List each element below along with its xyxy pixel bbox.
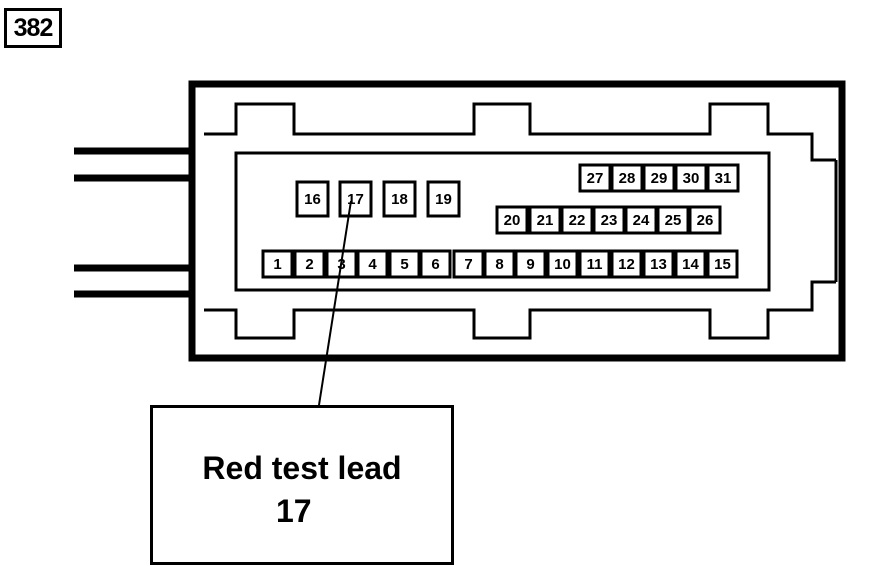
pin-25-box [656,205,690,235]
pin-29-label: 29 [651,170,668,187]
pin-6-box [419,249,452,279]
wire-harness [74,147,192,298]
pin-27-label: 27 [587,170,604,187]
pin-6-label: 6 [431,256,439,273]
pin-15: 15 [706,249,739,279]
pin-30: 30 [674,163,708,193]
callout-box: Red test lead 17 [150,405,454,565]
pin-2: 2 [293,249,326,279]
pin-12-label: 12 [618,256,635,273]
pin-8-label: 8 [495,256,503,273]
pin-19-box [426,180,461,218]
pin-28: 28 [610,163,644,193]
pin-29: 29 [642,163,676,193]
pin-30-box [674,163,708,193]
pin-27: 27 [578,163,612,193]
pin-19-label: 19 [435,191,452,208]
figure-number-label: 382 [4,8,62,48]
pin-21: 21 [528,205,562,235]
pin-2-box [293,249,326,279]
pin-8: 8 [483,249,516,279]
pin-20-box [495,205,529,235]
pin-22: 22 [560,205,594,235]
pin-24: 24 [624,205,658,235]
pin-6: 6 [419,249,452,279]
pin-20-label: 20 [504,212,521,229]
pin-10: 10 [546,249,579,279]
pin-7-label: 7 [464,256,472,273]
pin-11-box [578,249,611,279]
pin-5-box [388,249,421,279]
pin-20: 20 [495,205,529,235]
pin-31: 31 [706,163,740,193]
pin-24-label: 24 [633,212,650,229]
pin-16: 16 [295,180,330,218]
pin-23-label: 23 [601,212,618,229]
pin-24-box [624,205,658,235]
pin-21-box [528,205,562,235]
pin-10-label: 10 [554,256,571,273]
pin-9-label: 9 [526,256,534,273]
callout-title: Red test lead [202,450,402,486]
pin-1: 1 [261,249,294,279]
pin-5-label: 5 [400,256,408,273]
pin-22-label: 22 [569,212,586,229]
callout-leader-line [318,200,352,406]
pin-28-label: 28 [619,170,636,187]
pin-25-label: 25 [665,212,682,229]
pin-9-box [514,249,547,279]
pin-15-box [706,249,739,279]
pin-14: 14 [674,249,707,279]
connector-inner-frame [204,102,836,340]
pin-26-label: 26 [697,212,714,229]
pin-13: 13 [642,249,675,279]
pin-4-label: 4 [368,256,377,273]
pin-18-label: 18 [391,191,408,208]
pin-14-label: 14 [682,256,699,273]
pin-26: 26 [688,205,722,235]
pin-18-box [382,180,417,218]
pin-26-box [688,205,722,235]
callout-pin-number: 17 [276,493,312,529]
pin-22-box [560,205,594,235]
pin-4: 4 [356,249,389,279]
pin-7-box [452,249,485,279]
pin-12-box [610,249,643,279]
pin-4-box [356,249,389,279]
pin-14-box [674,249,707,279]
pin-15-label: 15 [714,256,731,273]
pin-12: 12 [610,249,643,279]
pin-5: 5 [388,249,421,279]
pin-2-label: 2 [305,256,313,273]
pin-28-box [610,163,644,193]
pin-21-label: 21 [537,212,554,229]
pin-31-label: 31 [715,170,732,187]
pin-19: 19 [426,180,461,218]
pin-13-label: 13 [650,256,667,273]
pin-16-label: 16 [304,191,321,208]
pin-17: 17 [338,180,373,218]
pin-8-box [483,249,516,279]
pin-27-box [578,163,612,193]
pin-7: 7 [452,249,485,279]
pin-31-box [706,163,740,193]
pin-13-box [642,249,675,279]
pin-23: 23 [592,205,626,235]
pin-25: 25 [656,205,690,235]
pin-9: 9 [514,249,547,279]
pin-11: 11 [578,249,611,279]
pin-10-box [546,249,579,279]
pin-18: 18 [382,180,417,218]
pin-17-box [338,180,373,218]
pin-16-box [295,180,330,218]
pin-29-box [642,163,676,193]
pin-30-label: 30 [683,170,700,187]
pin-11-label: 11 [587,256,603,273]
pin-1-label: 1 [273,256,281,273]
pin-23-box [592,205,626,235]
pin-1-box [261,249,294,279]
